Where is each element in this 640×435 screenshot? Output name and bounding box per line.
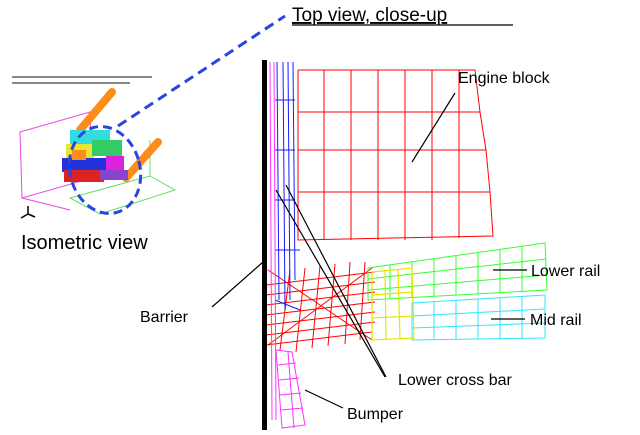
isometric-view-label: Isometric view bbox=[21, 232, 148, 254]
top-view-title: Top view, close-up bbox=[292, 5, 447, 26]
close-up-highlight-ellipse bbox=[67, 125, 143, 215]
lower-cross-bar-leader-1 bbox=[285, 184, 387, 378]
callout-dashed-line bbox=[117, 14, 286, 128]
leader-lines bbox=[211, 92, 527, 409]
lower-rail-label: Lower rail bbox=[531, 263, 600, 280]
bumper-label: Bumper bbox=[347, 406, 404, 423]
engine-block-label: Engine block bbox=[458, 70, 551, 87]
thumbnail-header-text bbox=[12, 76, 152, 84]
lower-cross-bar-mesh bbox=[274, 61, 301, 311]
isometric-thumbnail bbox=[12, 76, 177, 219]
bumper-leader bbox=[304, 389, 344, 409]
barrier-label: Barrier bbox=[140, 309, 189, 326]
front-crush-mesh bbox=[265, 261, 376, 353]
mid-rail-label: Mid rail bbox=[530, 312, 582, 329]
mid-rail-mesh bbox=[411, 294, 546, 341]
barrier-leader bbox=[211, 261, 264, 308]
engine-block-leader bbox=[411, 92, 456, 163]
lower-cross-bar-leader-2 bbox=[275, 189, 386, 378]
rail-transition-mesh bbox=[371, 267, 415, 341]
engine-block-mesh bbox=[297, 69, 494, 241]
bumper-mesh bbox=[269, 61, 306, 429]
axis-triad-icon bbox=[20, 206, 36, 219]
barrier-wall bbox=[262, 60, 267, 430]
lower-rail-mesh bbox=[367, 242, 548, 301]
lower-cross-bar-label: Lower cross bar bbox=[398, 372, 512, 389]
